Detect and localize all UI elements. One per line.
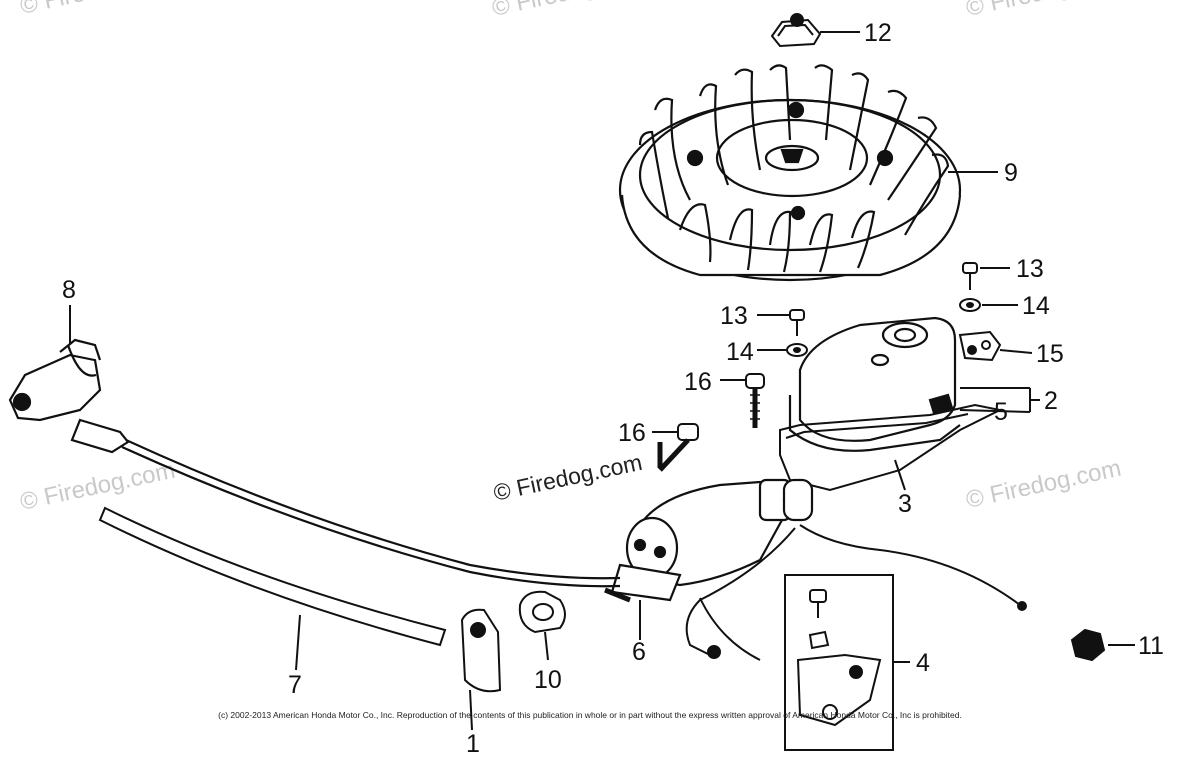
callout-5: 5 bbox=[994, 398, 1008, 426]
watermark-top-right: © Firedog.com bbox=[964, 0, 1124, 22]
nut-part-11 bbox=[1070, 628, 1106, 662]
callout-1: 1 bbox=[466, 730, 480, 758]
callout-10: 10 bbox=[534, 666, 562, 694]
leader-lines bbox=[69, 31, 1135, 731]
bolt-part-13-upper bbox=[962, 262, 978, 290]
callout-4: 4 bbox=[916, 649, 930, 677]
callout-labels: 12 9 13 14 13 14 15 16 2 5 16 3 8 6 4 11… bbox=[62, 19, 1164, 758]
callout-16-upper: 16 bbox=[684, 368, 712, 396]
callout-15: 15 bbox=[1036, 340, 1064, 368]
watermark-top-left: © Firedog.com bbox=[18, 0, 178, 20]
breaker-cover-part-2 bbox=[788, 316, 961, 452]
flywheel-nut-part-12 bbox=[770, 13, 822, 48]
washer-part-14-upper bbox=[959, 298, 981, 312]
breaker-point-set-part-4 bbox=[784, 574, 894, 751]
spark-plug-cap-part-8 bbox=[8, 338, 130, 454]
bolt-part-13-lower bbox=[789, 309, 805, 336]
watermarks: © Firedog.com © Firedog.com © Firedog.co… bbox=[18, 0, 1124, 516]
bolt-part-16-lower bbox=[657, 423, 699, 472]
copyright-notice: (c) 2002-2013 American Honda Motor Co., … bbox=[218, 710, 962, 720]
callout-8: 8 bbox=[62, 276, 76, 304]
callout-13-upper: 13 bbox=[1016, 255, 1044, 283]
watermark-mid-right: © Firedog.com bbox=[964, 455, 1124, 514]
gasket-part-3 bbox=[779, 403, 1004, 492]
watermark-mid-left: © Firedog.com bbox=[18, 457, 178, 516]
flywheel-part-9 bbox=[618, 64, 962, 282]
tube-part-7 bbox=[98, 506, 447, 647]
clamp-part-15 bbox=[958, 330, 1002, 362]
ignition-wiring bbox=[685, 524, 1027, 661]
callout-16-lower: 16 bbox=[618, 419, 646, 447]
callout-3: 3 bbox=[898, 490, 912, 518]
callout-14-upper: 14 bbox=[1022, 292, 1050, 320]
callout-14-lower: 14 bbox=[726, 338, 754, 366]
callout-9: 9 bbox=[1004, 159, 1018, 187]
bolt-part-16-upper bbox=[745, 373, 765, 428]
callout-11: 11 bbox=[1138, 632, 1164, 660]
callout-7: 7 bbox=[288, 671, 302, 699]
watermark-top-center: © Firedog.com bbox=[490, 0, 650, 22]
callout-12: 12 bbox=[864, 19, 892, 47]
boot-part-1 bbox=[460, 608, 502, 693]
callout-2: 2 bbox=[1044, 387, 1058, 415]
washer-part-14-lower bbox=[786, 343, 808, 357]
grommet-part-10 bbox=[518, 590, 566, 634]
ignition-coil-part-6 bbox=[604, 478, 814, 603]
callout-13-lower: 13 bbox=[720, 302, 748, 330]
callout-6: 6 bbox=[632, 638, 646, 666]
high-tension-lead bbox=[121, 439, 621, 588]
